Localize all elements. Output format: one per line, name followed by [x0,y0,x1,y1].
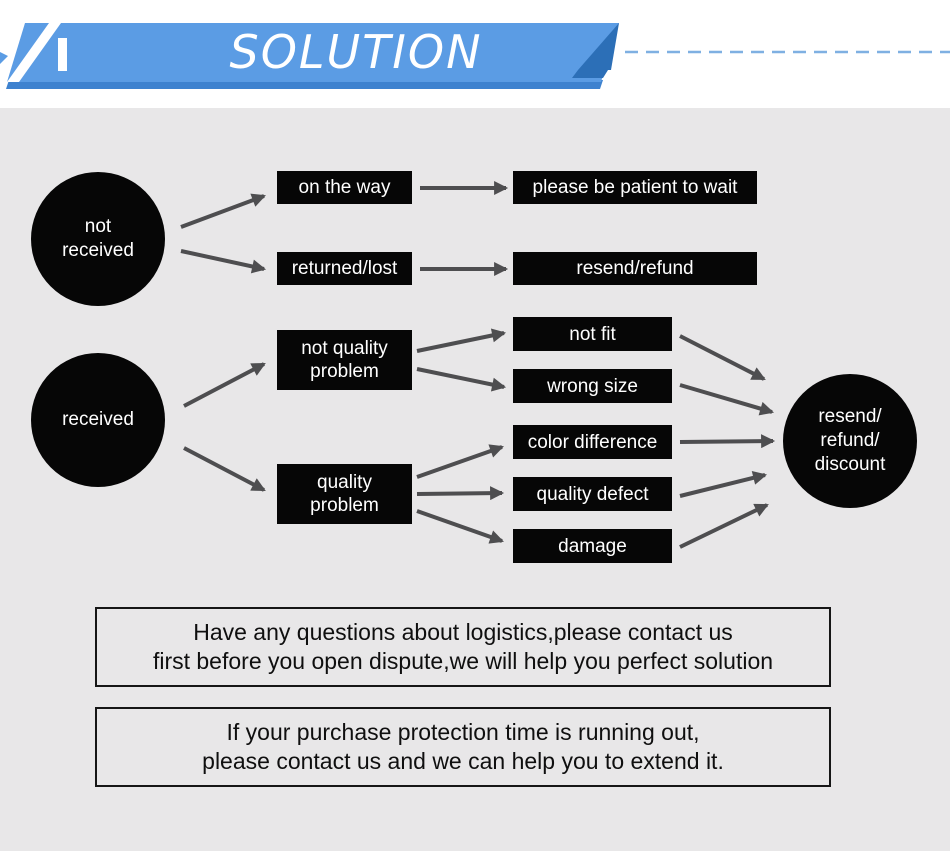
header-ribbon-art [0,23,950,89]
node-resend-refund-discount: resend/ refund/ discount [783,374,917,508]
ribbon-diagonal-stripe [7,23,61,82]
arrow-quality-qualitydefect [416,486,505,501]
arrow-notquality-wrongsize [416,367,507,392]
arrow-notreceived-returnedlost [180,249,267,274]
node-not-received: not received [31,172,165,306]
node-quality-defect: quality defect [513,477,672,511]
arrow-notquality-notfit [416,328,507,353]
node-color-difference: color difference [513,425,672,459]
ribbon-shadow-strip [6,80,603,89]
ribbon-banner [7,23,619,82]
arrow-notfit-outcome [679,334,766,381]
arrow-notreceived-ontheway [180,193,266,229]
node-damage: damage [513,529,672,563]
arrow-quality-colordifference [416,444,504,479]
ribbon-fold-under [572,70,608,78]
node-on-the-way: on the way [277,171,412,204]
purchase-protection-notice: If your purchase protection time is runn… [95,707,831,787]
left-edge-notch [0,52,8,64]
node-quality-problem: quality problem [277,464,412,524]
arrow-received-notquality [183,362,266,408]
node-returned-lost: returned/lost [277,252,412,285]
node-resend-refund: resend/refund [513,252,757,285]
ribbon-fold-triangle [578,23,619,70]
arrow-colordifference-outcome [679,434,776,449]
node-please-be-patient: please be patient to wait [513,171,757,204]
arrow-received-quality [183,446,266,492]
arrow-damage-outcome [679,503,769,549]
node-not-fit: not fit [513,317,672,351]
arrow-quality-damage [416,509,504,544]
logistics-notice: Have any questions about logistics,pleas… [95,607,831,687]
arrow-wrongsize-outcome [679,383,775,416]
arrow-qualitydefect-outcome [679,471,768,498]
node-not-quality-problem: not quality problem [277,330,412,390]
ribbon-i-mark [58,38,67,71]
node-wrong-size: wrong size [513,369,672,403]
page-title: SOLUTION [229,25,483,79]
node-received: received [31,353,165,487]
